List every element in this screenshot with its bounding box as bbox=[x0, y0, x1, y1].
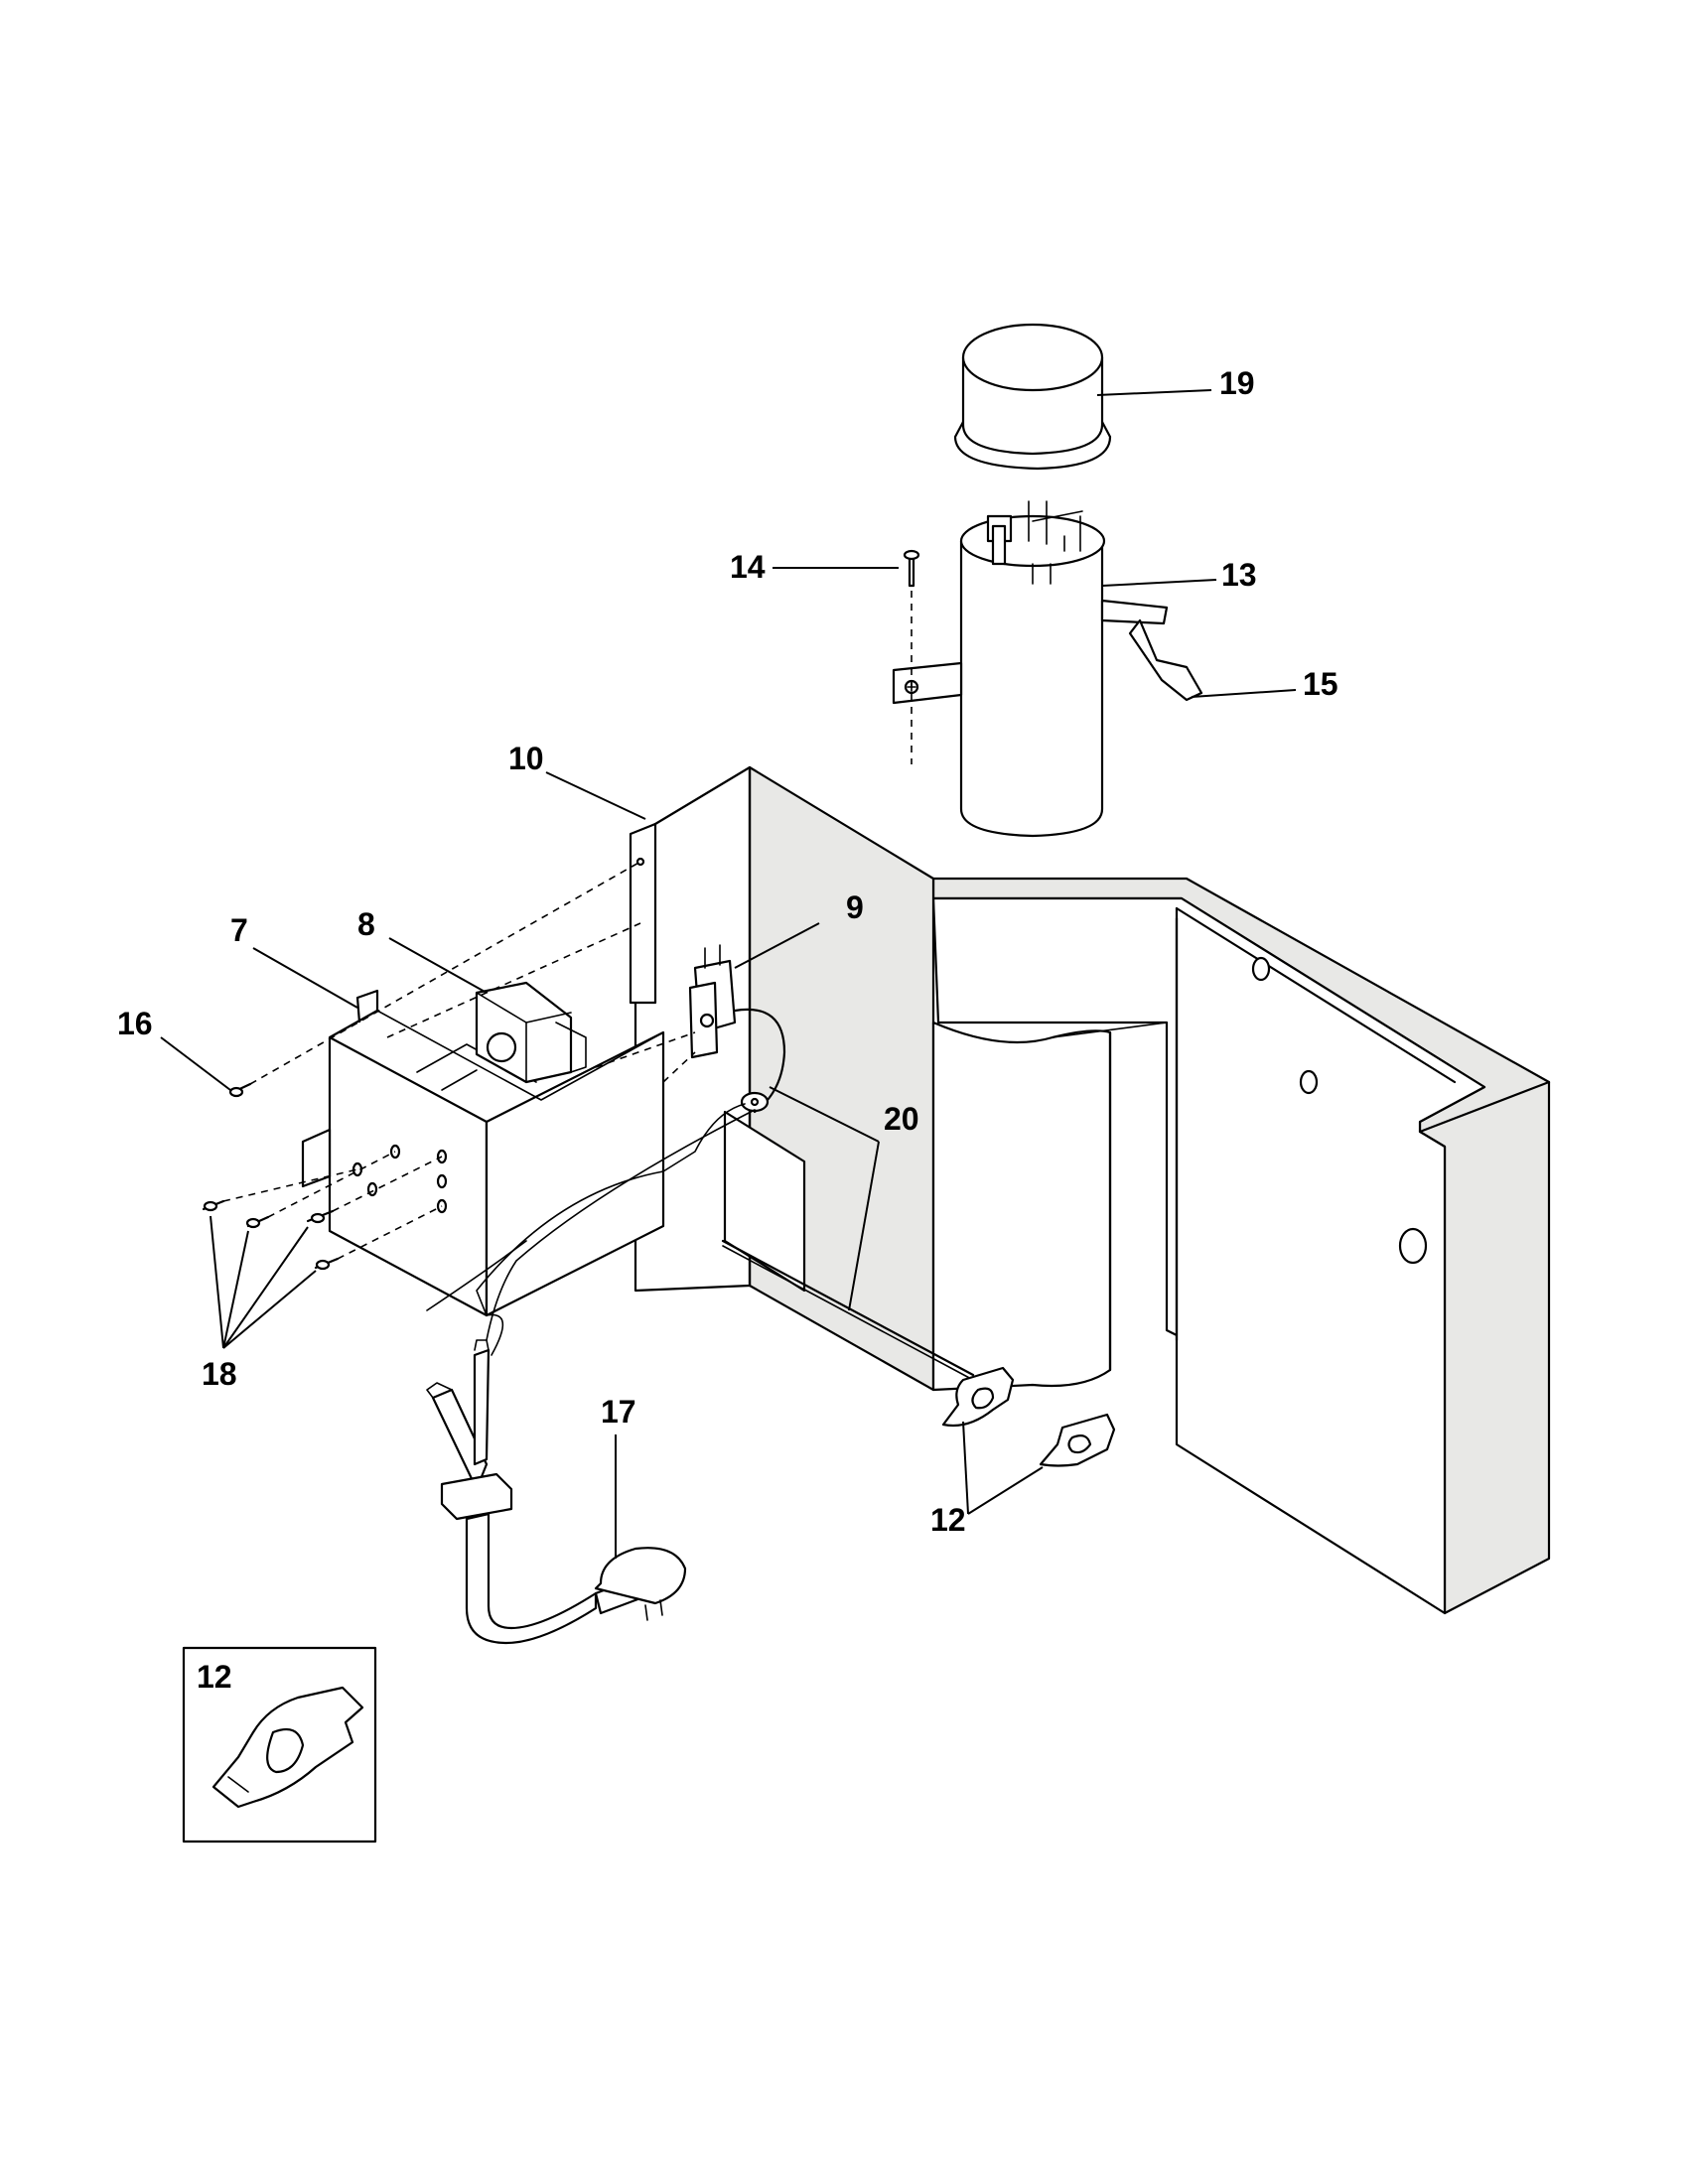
inset-callout-12: 12 bbox=[197, 1659, 232, 1695]
panel-hole bbox=[1251, 956, 1271, 982]
callout-19: 19 bbox=[1219, 365, 1255, 401]
screw-14 bbox=[903, 549, 920, 764]
panel-hole bbox=[1299, 1069, 1319, 1095]
callout-13: 13 bbox=[1221, 557, 1257, 593]
screw-18 bbox=[202, 1199, 340, 1271]
callout-10: 10 bbox=[508, 741, 544, 776]
ground-strip bbox=[721, 1239, 975, 1377]
callout-14: 14 bbox=[730, 549, 766, 585]
callout-9: 9 bbox=[846, 889, 864, 925]
power-cord bbox=[426, 1339, 687, 1645]
callout-8: 8 bbox=[357, 906, 375, 942]
inset-box-12 bbox=[182, 1646, 377, 1843]
capacitor-cap bbox=[953, 323, 1112, 471]
housing-panel bbox=[931, 877, 1551, 1615]
wiring bbox=[426, 1008, 786, 1356]
center-panel bbox=[629, 765, 935, 1392]
panel-hole bbox=[1398, 1227, 1428, 1265]
clip bbox=[1039, 1413, 1116, 1467]
callout-7: 7 bbox=[230, 912, 248, 948]
callout-15: 15 bbox=[1303, 666, 1338, 702]
assembly-lines bbox=[222, 861, 696, 1260]
clip bbox=[941, 1366, 1015, 1428]
curved-panel bbox=[931, 1021, 1168, 1392]
capacitor bbox=[959, 500, 1106, 838]
terminal-block bbox=[688, 944, 737, 1059]
callout-17: 17 bbox=[601, 1394, 636, 1430]
callout-20: 20 bbox=[884, 1101, 919, 1137]
leader-lines bbox=[160, 389, 1297, 1559]
callout-18: 18 bbox=[202, 1356, 237, 1392]
mounting-box bbox=[301, 989, 665, 1317]
screw-16 bbox=[228, 1082, 252, 1098]
callout-12: 12 bbox=[930, 1502, 966, 1538]
switch bbox=[475, 981, 587, 1084]
callout-16: 16 bbox=[117, 1006, 153, 1041]
